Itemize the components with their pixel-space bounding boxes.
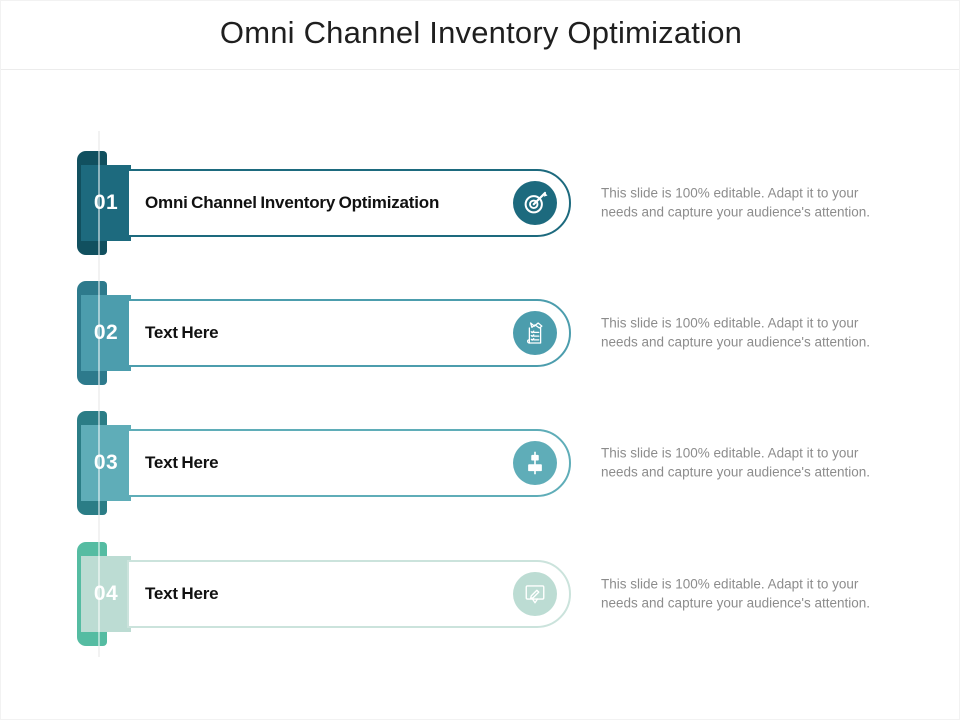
row-description-line1: This slide is 100% editable. Adapt it to…	[601, 315, 859, 331]
step-pill: Text Here	[127, 429, 571, 497]
step-pill: Text Here	[127, 560, 571, 628]
row-description-line1: This slide is 100% editable. Adapt it to…	[601, 185, 859, 201]
target-dart-icon	[513, 181, 557, 225]
step-label: Text Here	[145, 323, 219, 342]
message-edit-icon	[513, 572, 557, 616]
page-title: Omni Channel Inventory Optimization	[219, 15, 743, 50]
process-row-4: 04 Text Here This slide is 100% editable…	[1, 542, 959, 646]
step-number-badge: 02	[81, 295, 131, 371]
row-description-line2: needs and capture your audience's attent…	[601, 464, 871, 479]
step-pill: Text Here	[127, 299, 571, 367]
process-row-1: 01 Omni Channel Inventory Optimization T…	[1, 151, 959, 255]
step-number-badge: 03	[81, 425, 131, 501]
row-description-line1: This slide is 100% editable. Adapt it to…	[601, 445, 859, 461]
process-row-2: 02 Text Here This slide is 100% edita	[1, 281, 959, 385]
step-label: Text Here	[145, 584, 219, 603]
agreement-document-icon	[513, 311, 557, 355]
step-label: Text Here	[145, 453, 219, 472]
step-number-badge: 01	[81, 165, 131, 241]
row-description-line2: needs and capture your audience's attent…	[601, 204, 871, 219]
timeline-connector-highlight	[98, 131, 100, 657]
row-description: This slide is 100% editable. Adapt it to…	[601, 575, 870, 612]
row-description-line2: needs and capture your audience's attent…	[601, 595, 871, 610]
row-description: This slide is 100% editable. Adapt it to…	[601, 314, 870, 351]
step-label: Omni Channel Inventory Optimization	[145, 193, 440, 212]
row-description: This slide is 100% editable. Adapt it to…	[601, 184, 870, 221]
align-center-icon	[513, 441, 557, 485]
process-row-3: 03 Text Here This slide is 100% editable…	[1, 411, 959, 515]
row-description: This slide is 100% editable. Adapt it to…	[601, 444, 870, 481]
step-number-badge: 04	[81, 556, 131, 632]
title-divider	[1, 69, 959, 70]
row-description-line2: needs and capture your audience's attent…	[601, 334, 871, 349]
row-description-line1: This slide is 100% editable. Adapt it to…	[601, 576, 859, 592]
step-pill: Omni Channel Inventory Optimization	[127, 169, 571, 237]
